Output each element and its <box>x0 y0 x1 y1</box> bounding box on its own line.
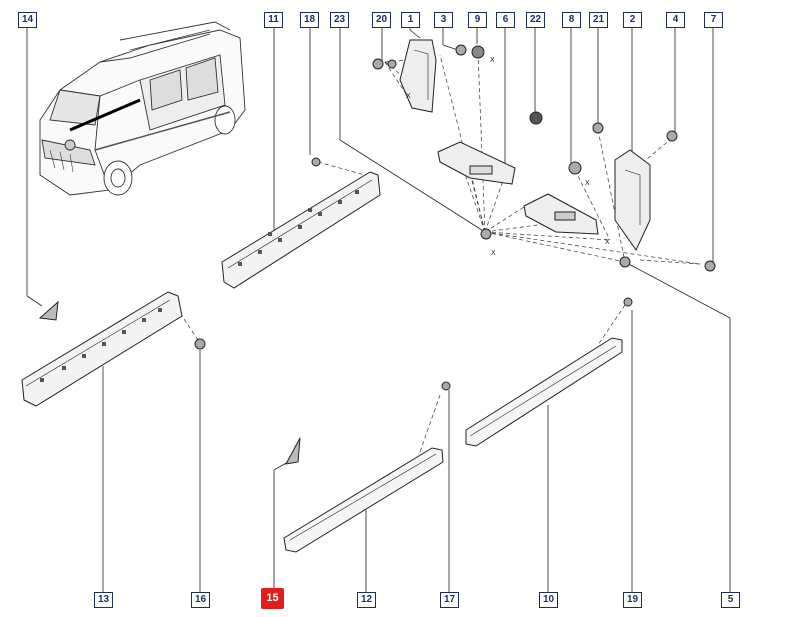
axis-mark: X <box>491 250 496 257</box>
callout-8: 8 <box>562 12 581 28</box>
callout-14: 14 <box>18 12 37 28</box>
part-13-trim <box>21 291 183 407</box>
callout-4: 4 <box>666 12 685 28</box>
callout-9: 9 <box>468 12 487 28</box>
callout-17: 17 <box>440 592 459 608</box>
callout-2: 2 <box>623 12 642 28</box>
axis-marks: X X X X X <box>406 57 610 257</box>
callout-11: 11 <box>264 12 283 28</box>
callout-16: 16 <box>191 592 210 608</box>
callout-20: 20 <box>372 12 391 28</box>
callout-18: 18 <box>300 12 319 28</box>
part-12-moulding <box>283 447 444 553</box>
callout-19: 19 <box>623 592 642 608</box>
part-1-handle <box>399 39 437 113</box>
part-14-clip <box>38 300 59 321</box>
callout-5: 5 <box>721 592 740 608</box>
axis-mark: X <box>585 180 590 187</box>
callout-21: 21 <box>589 12 608 28</box>
axis-mark: X <box>490 57 495 64</box>
callout-12: 12 <box>357 592 376 608</box>
part-8-bracket <box>523 193 599 235</box>
axis-mark: X <box>406 93 411 100</box>
axis-mark: X <box>605 239 610 246</box>
callout-6: 6 <box>496 12 515 28</box>
fasteners <box>194 44 716 391</box>
callout-7: 7 <box>704 12 723 28</box>
part-2-handle <box>614 149 651 251</box>
callout-22: 22 <box>526 12 545 28</box>
callout-3: 3 <box>434 12 453 28</box>
part-10-moulding <box>465 337 623 447</box>
callout-1: 1 <box>401 12 420 28</box>
callout-23: 23 <box>330 12 349 28</box>
part-6-handle <box>437 141 516 185</box>
vehicle-illustration <box>39 21 246 196</box>
part-11-trim <box>221 171 381 289</box>
callout-10: 10 <box>539 592 558 608</box>
part-15-clip <box>285 437 301 465</box>
callout-15-highlighted[interactable]: 15 <box>261 588 284 609</box>
callout-13: 13 <box>94 592 113 608</box>
